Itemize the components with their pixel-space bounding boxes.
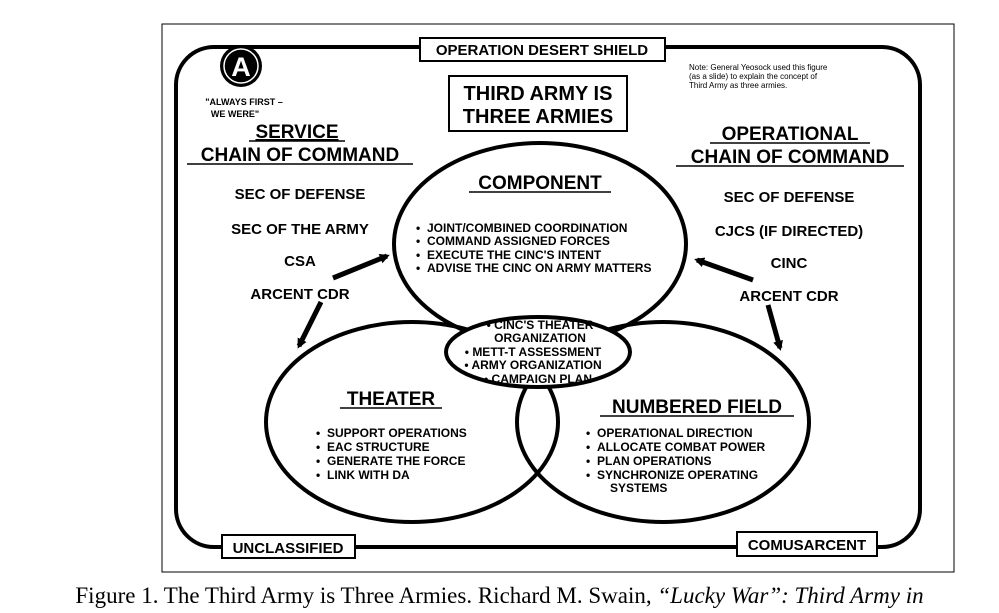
center-oval [444,315,632,389]
operational-heading-line2: CHAIN OF COMMAND [691,147,889,168]
numbered-bullet-dot-3: • [586,454,590,468]
theater-title: THEATER [347,389,436,410]
component-bullet-dot-1: • [416,221,420,235]
note-line1: Note: General Yeosock used this figure [689,63,828,72]
center-bullet-2: • METT-T ASSESSMENT [465,345,602,359]
footer-left-text: UNCLASSIFIED [233,540,344,557]
operational-item-cinc: CINC [771,255,808,272]
service-item-sec-defense: SEC OF DEFENSE [235,186,366,203]
service-item-csa: CSA [284,253,316,270]
component-bullet-3: EXECUTE THE CINC'S INTENT [427,248,602,262]
center-bullet-1-cont: ORGANIZATION [494,331,586,345]
title-box [448,75,628,132]
title-line1: THIRD ARMY IS [464,83,613,105]
numbered-bullet-2: ALLOCATE COMBAT POWER [597,440,766,454]
theater-bullet-dot-1: • [316,426,320,440]
theater-bullet-dot-2: • [316,440,320,454]
motto-line1: "ALWAYS FIRST – [205,97,282,107]
numbered-bullet-dot-2: • [586,440,590,454]
banner-box [419,37,666,62]
operational-item-cjcs: CJCS (IF DIRECTED) [715,223,863,240]
numbered-bullet-3: PLAN OPERATIONS [597,454,711,468]
note-line2: (as a slide) to explain the concept of [689,72,818,81]
footer-right-box [736,531,878,557]
component-title: COMPONENT [478,173,602,194]
theater-bullet-2: EAC STRUCTURE [327,440,430,454]
numbered-bullet-1: OPERATIONAL DIRECTION [597,426,753,440]
theater-bullet-dot-3: • [316,454,320,468]
component-bullet-dot-2: • [416,234,420,248]
slide-border [161,23,955,573]
arrow-operational-to-numbered [765,304,783,351]
center-bullet-3: • ARMY ORGANIZATION [464,358,601,372]
caption-italic: “Lucky War”: Third Army in [657,583,924,608]
service-item-arcent: ARCENT CDR [250,286,349,303]
motto-line2: WE WERE" [211,109,259,119]
center-bullet-4: • CAMPAIGN PLAN [484,372,592,386]
logo-inner-ring [223,48,259,84]
service-heading-line2: CHAIN OF COMMAND [201,145,399,166]
banner-text: OPERATION DESERT SHIELD [436,42,648,59]
component-bullet-2: COMMAND ASSIGNED FORCES [427,234,610,248]
center-bullet-2-text: METT-T ASSESSMENT [472,345,602,359]
logo-letter: A [231,52,251,82]
numbered-bullet-dot-4: • [586,468,590,482]
operational-item-sec-defense: SEC OF DEFENSE [724,189,855,206]
footer-right-text: COMUSARCENT [748,537,866,554]
title-line2: THREE ARMIES [463,106,613,128]
caption-text: Figure 1. The Third Army is Three Armies… [75,583,658,608]
theater-bullet-3: GENERATE THE FORCE [327,454,465,468]
component-bullet-dot-3: • [416,248,420,262]
operational-heading-line1: OPERATIONAL [722,124,859,145]
figure-caption: Figure 1. The Third Army is Three Armies… [0,578,999,613]
center-bullet-4-text: CAMPAIGN PLAN [492,372,592,386]
operational-item-arcent: ARCENT CDR [739,288,838,305]
center-bullet-3-text: ARMY ORGANIZATION [471,358,601,372]
center-bullet-1: • CINC'S THEATER [487,318,594,332]
numbered-bullet-dot-1: • [586,426,590,440]
center-bullet-1-text: CINC'S THEATER [494,318,594,332]
numbered-title: NUMBERED FIELD [612,397,782,418]
service-item-sec-army: SEC OF THE ARMY [231,221,369,238]
numbered-field-circle [515,320,811,524]
arrow-service-to-component [332,253,390,281]
note-line3: Third Army as three armies. [689,81,787,90]
note-block: Note: General Yeosock used this figure (… [689,63,828,90]
theater-bullet-4: LINK WITH DA [327,468,410,482]
numbered-bullet-4-cont: SYSTEMS [610,481,667,495]
service-heading-line1: SERVICE [255,122,338,143]
footer-left-box [221,534,356,559]
arrow-operational-to-component [694,257,754,283]
logo-circle [220,45,262,87]
theater-bullet-dot-4: • [316,468,320,482]
component-bullet-4: ADVISE THE CINC ON ARMY MATTERS [427,261,651,275]
numbered-bullet-4: SYNCHRONIZE OPERATING [597,468,758,482]
arrow-service-to-theater [296,300,324,349]
component-bullet-1: JOINT/COMBINED COORDINATION [427,221,627,235]
theater-circle [264,320,560,524]
theater-bullet-1: SUPPORT OPERATIONS [327,426,467,440]
component-bullet-dot-4: • [416,261,420,275]
